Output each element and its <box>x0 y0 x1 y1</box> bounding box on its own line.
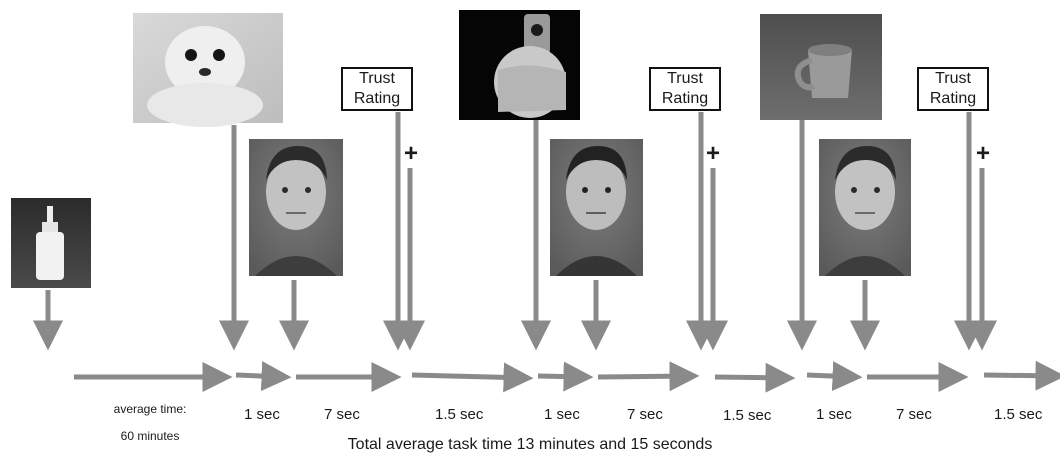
rating-label: Rating <box>929 90 977 107</box>
duration-label: 7 sec <box>627 406 663 423</box>
trust-rating-box: Trust Rating <box>649 67 721 111</box>
total-time-caption: Total average task time 13 minutes and 1… <box>347 436 713 453</box>
mug-photo <box>760 14 882 120</box>
face-photo <box>249 139 343 276</box>
seal-photo <box>133 13 283 127</box>
duration-label: 7 sec <box>896 406 932 423</box>
duration-label: 1.5 sec <box>994 406 1043 423</box>
fixation-cross: + <box>706 140 721 167</box>
duration-label: 1.5 sec <box>435 406 484 423</box>
trust-label: Trust <box>359 70 395 87</box>
face-photo <box>550 139 643 276</box>
trust-rating-box: Trust Rating <box>917 67 989 111</box>
duration-label: 1 sec <box>544 406 580 423</box>
vertical-arrows <box>33 112 997 351</box>
sixty-minutes-label: 60 minutes <box>120 429 180 443</box>
trust-label: Trust <box>935 70 971 87</box>
timeline-arrows <box>74 360 1060 393</box>
trust-rating-box: Trust Rating <box>341 67 413 111</box>
rating-label: Rating <box>661 90 709 107</box>
duration-label: 1.5 sec <box>723 407 772 424</box>
fixation-cross: + <box>976 140 991 167</box>
average-time-label: average time: <box>113 402 187 416</box>
fixation-cross: + <box>404 140 419 167</box>
duration-label: 1 sec <box>244 406 280 423</box>
duration-label: 1 sec <box>816 406 852 423</box>
nasal-spray-photo <box>11 198 91 288</box>
rating-label: Rating <box>353 90 401 107</box>
duration-label: 7 sec <box>324 406 360 423</box>
gun-photo <box>459 10 580 120</box>
trust-label: Trust <box>667 70 703 87</box>
face-photo <box>819 139 911 276</box>
